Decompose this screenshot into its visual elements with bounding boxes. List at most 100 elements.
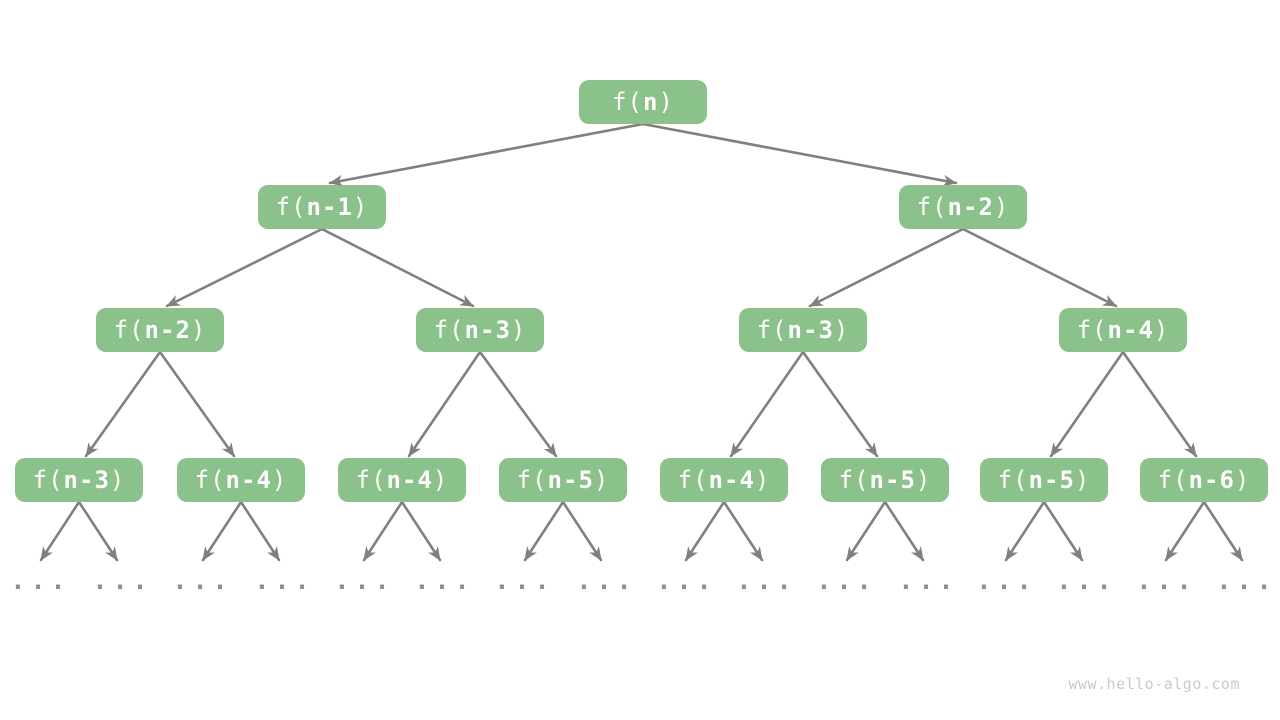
edge-leaf-5 bbox=[362, 500, 404, 562]
node-label-suffix: ) bbox=[754, 466, 771, 494]
tree-node-l4-7: f(n-6) bbox=[1140, 458, 1268, 502]
node-label-arg: n-5 bbox=[869, 466, 916, 494]
node-label-arg: n-3 bbox=[63, 466, 110, 494]
ellipsis-leaf: ... bbox=[254, 565, 315, 595]
node-label-prefix: f( bbox=[677, 466, 709, 494]
node-label-prefix: f( bbox=[916, 193, 948, 221]
edge-l3d-right bbox=[1121, 350, 1198, 458]
edge-root-to-fn2 bbox=[641, 122, 958, 187]
edge-leaf-1 bbox=[39, 500, 81, 562]
node-label-suffix: ) bbox=[1153, 316, 1170, 344]
tree-node-l2-0: f(n-1) bbox=[258, 185, 386, 229]
node-label-arg: n-4 bbox=[708, 466, 755, 494]
ellipsis-leaf: ... bbox=[92, 565, 153, 595]
node-label-arg: n-4 bbox=[225, 466, 272, 494]
node-label-suffix: ) bbox=[109, 466, 126, 494]
ellipsis-leaf: ... bbox=[816, 565, 877, 595]
node-label-prefix: f( bbox=[275, 193, 307, 221]
node-label-arg: n-6 bbox=[1188, 466, 1235, 494]
edge-l3b-left bbox=[407, 350, 482, 458]
node-label-arg: n-4 bbox=[386, 466, 433, 494]
tree-node-l4-3: f(n-5) bbox=[499, 458, 627, 502]
edge-l3c-right bbox=[801, 350, 879, 458]
tree-node-l4-4: f(n-4) bbox=[660, 458, 788, 502]
node-label-suffix: ) bbox=[833, 316, 850, 344]
ellipsis-leaf: ... bbox=[334, 565, 395, 595]
node-label-prefix: f( bbox=[1076, 316, 1108, 344]
ellipsis-leaf: ... bbox=[576, 565, 637, 595]
edge-leaf-3 bbox=[201, 500, 243, 562]
edge-leaf-6 bbox=[400, 500, 442, 562]
node-label-arg: n-5 bbox=[1028, 466, 1075, 494]
tree-node-l4-0: f(n-3) bbox=[15, 458, 143, 502]
node-label-arg: n-2 bbox=[144, 316, 191, 344]
ellipsis-leaf: ... bbox=[736, 565, 797, 595]
ellipsis-leaf: ... bbox=[656, 565, 717, 595]
node-label-suffix: ) bbox=[593, 466, 610, 494]
edge-root-to-fn1 bbox=[328, 122, 645, 187]
ellipsis-leaf: ... bbox=[1216, 565, 1277, 595]
edge-leaf-4 bbox=[239, 500, 281, 562]
node-label-suffix: ) bbox=[510, 316, 527, 344]
site-watermark: www.hello-algo.com bbox=[1068, 675, 1240, 693]
edge-leaf-15 bbox=[1164, 500, 1206, 562]
ellipsis-leaf: ... bbox=[1136, 565, 1197, 595]
node-label-prefix: f( bbox=[32, 466, 64, 494]
node-label-arg: n-3 bbox=[464, 316, 511, 344]
node-label-prefix: f( bbox=[113, 316, 145, 344]
edge-leaf-12 bbox=[883, 500, 925, 562]
node-label-arg: n bbox=[643, 88, 659, 116]
edge-leaf-14 bbox=[1042, 500, 1084, 562]
edge-leaf-9 bbox=[684, 500, 726, 562]
tree-node-root: f(n) bbox=[579, 80, 707, 124]
node-label-suffix: ) bbox=[432, 466, 449, 494]
node-label-suffix: ) bbox=[190, 316, 207, 344]
node-label-suffix: ) bbox=[993, 193, 1010, 221]
edge-leaf-10 bbox=[722, 500, 764, 562]
node-label-arg: n-4 bbox=[1107, 316, 1154, 344]
edge-leaf-8 bbox=[561, 500, 603, 562]
edge-l3c-left bbox=[729, 350, 805, 458]
node-label-arg: n-3 bbox=[787, 316, 834, 344]
node-label-suffix: ) bbox=[658, 88, 674, 116]
node-label-prefix: f( bbox=[433, 316, 465, 344]
ellipsis-leaf: ... bbox=[898, 565, 959, 595]
node-label-arg: n-2 bbox=[947, 193, 994, 221]
tree-node-l2-1: f(n-2) bbox=[899, 185, 1027, 229]
edge-l3d-left bbox=[1049, 350, 1125, 458]
node-label-prefix: f( bbox=[194, 466, 226, 494]
tree-node-l4-5: f(n-5) bbox=[821, 458, 949, 502]
node-label-suffix: ) bbox=[352, 193, 369, 221]
ellipsis-leaf: ... bbox=[494, 565, 555, 595]
node-label-suffix: ) bbox=[271, 466, 288, 494]
tree-node-l3-2: f(n-3) bbox=[739, 308, 867, 352]
edge-l2b-right bbox=[961, 227, 1118, 308]
edge-leaf-2 bbox=[77, 500, 119, 562]
edge-leaf-11 bbox=[845, 500, 887, 562]
edge-l2a-right bbox=[320, 227, 475, 308]
node-label-prefix: f( bbox=[838, 466, 870, 494]
tree-node-l3-3: f(n-4) bbox=[1059, 308, 1187, 352]
edge-leaf-7 bbox=[523, 500, 565, 562]
node-label-suffix: ) bbox=[1234, 466, 1251, 494]
node-label-arg: n-1 bbox=[306, 193, 353, 221]
ellipsis-leaf: ... bbox=[976, 565, 1037, 595]
tree-node-l3-0: f(n-2) bbox=[96, 308, 224, 352]
node-label-suffix: ) bbox=[1074, 466, 1091, 494]
node-label-prefix: f( bbox=[756, 316, 788, 344]
edge-l3b-right bbox=[478, 350, 558, 458]
edge-l2a-left bbox=[165, 227, 324, 308]
node-label-arg: n-5 bbox=[547, 466, 594, 494]
ellipsis-leaf: ... bbox=[414, 565, 475, 595]
edge-l2b-left bbox=[808, 227, 965, 308]
tree-node-l4-1: f(n-4) bbox=[177, 458, 305, 502]
edge-l3a-right bbox=[158, 350, 236, 458]
ellipsis-leaf: ... bbox=[1056, 565, 1117, 595]
node-label-prefix: f( bbox=[516, 466, 548, 494]
node-label-suffix: ) bbox=[915, 466, 932, 494]
ellipsis-leaf: ... bbox=[10, 565, 71, 595]
node-label-prefix: f( bbox=[355, 466, 387, 494]
tree-node-l4-2: f(n-4) bbox=[338, 458, 466, 502]
node-label-prefix: f( bbox=[997, 466, 1029, 494]
